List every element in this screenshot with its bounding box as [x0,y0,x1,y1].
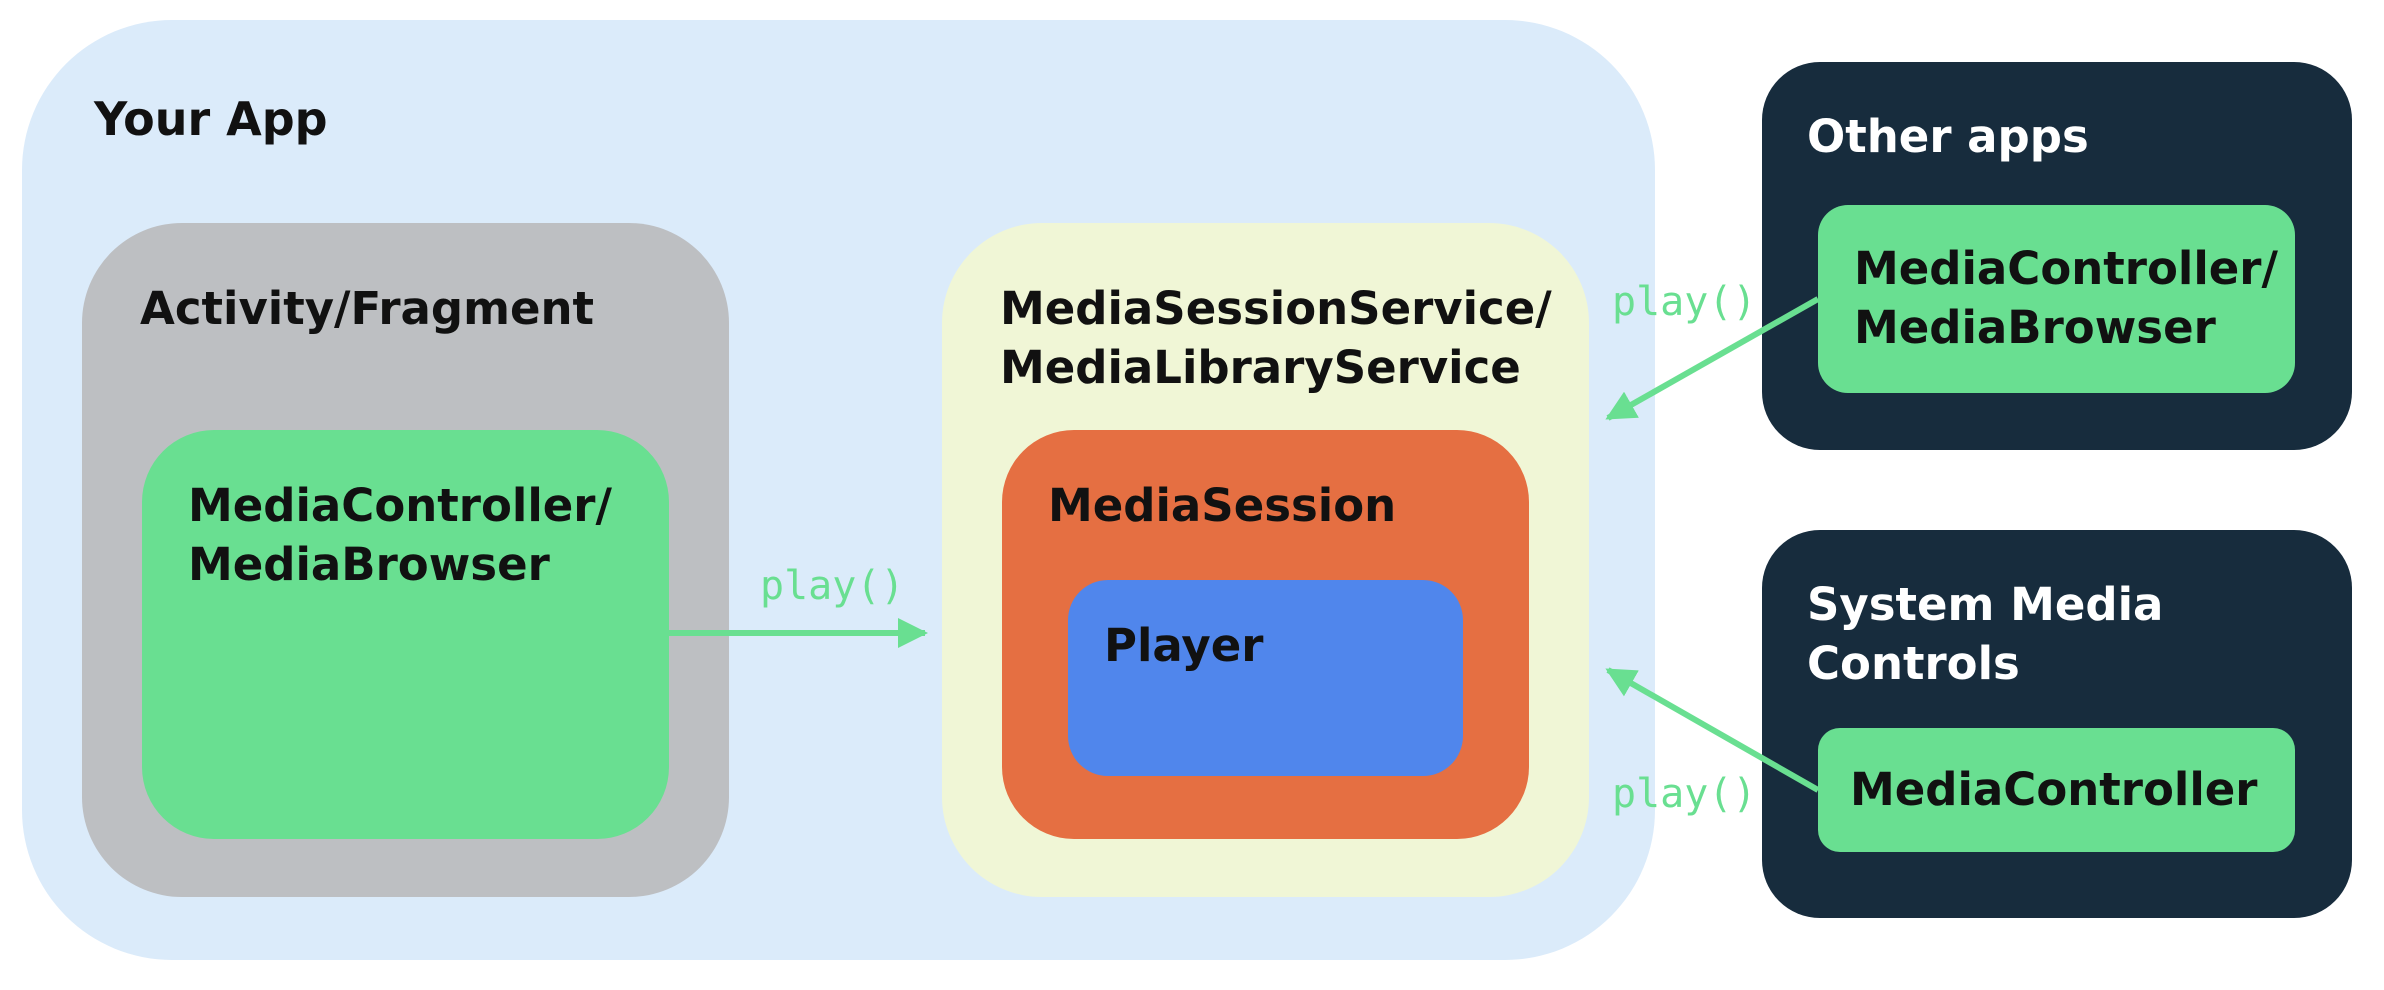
other-apps-title: Other apps [1807,110,2089,163]
your-app-title: Your App [94,92,328,146]
media-session-title: MediaSession [1048,479,1397,532]
activity-fragment-title: Activity/Fragment [140,282,595,335]
system-controller-box: MediaController [1818,728,2295,852]
media-session-service-title: MediaSessionService/ MediaLibraryService [1000,282,1552,394]
app-media-controller-box: MediaController/ MediaBrowser [142,430,669,839]
system-controller-label: MediaController [1850,763,2258,816]
player-label: Player [1104,619,1264,672]
other-apps-controller-box: MediaController/ MediaBrowser [1818,205,2295,393]
app-play-call-label: play() [760,563,905,609]
other-apps-controller-label: MediaController/ MediaBrowser [1854,242,2278,354]
other-apps-to-service-arrow [1605,296,1820,421]
system-media-controls-title: System Media Controls [1807,578,2164,690]
player-box: Player [1068,580,1463,776]
system-play-call-label: play() [1612,771,1757,817]
other-apps-play-call-label: play() [1612,279,1757,325]
system-media-controls-panel: System Media Controls [1762,530,2352,918]
system-controls-to-service-arrow [1605,667,1820,793]
app-media-controller-label: MediaController/ MediaBrowser [188,479,612,591]
